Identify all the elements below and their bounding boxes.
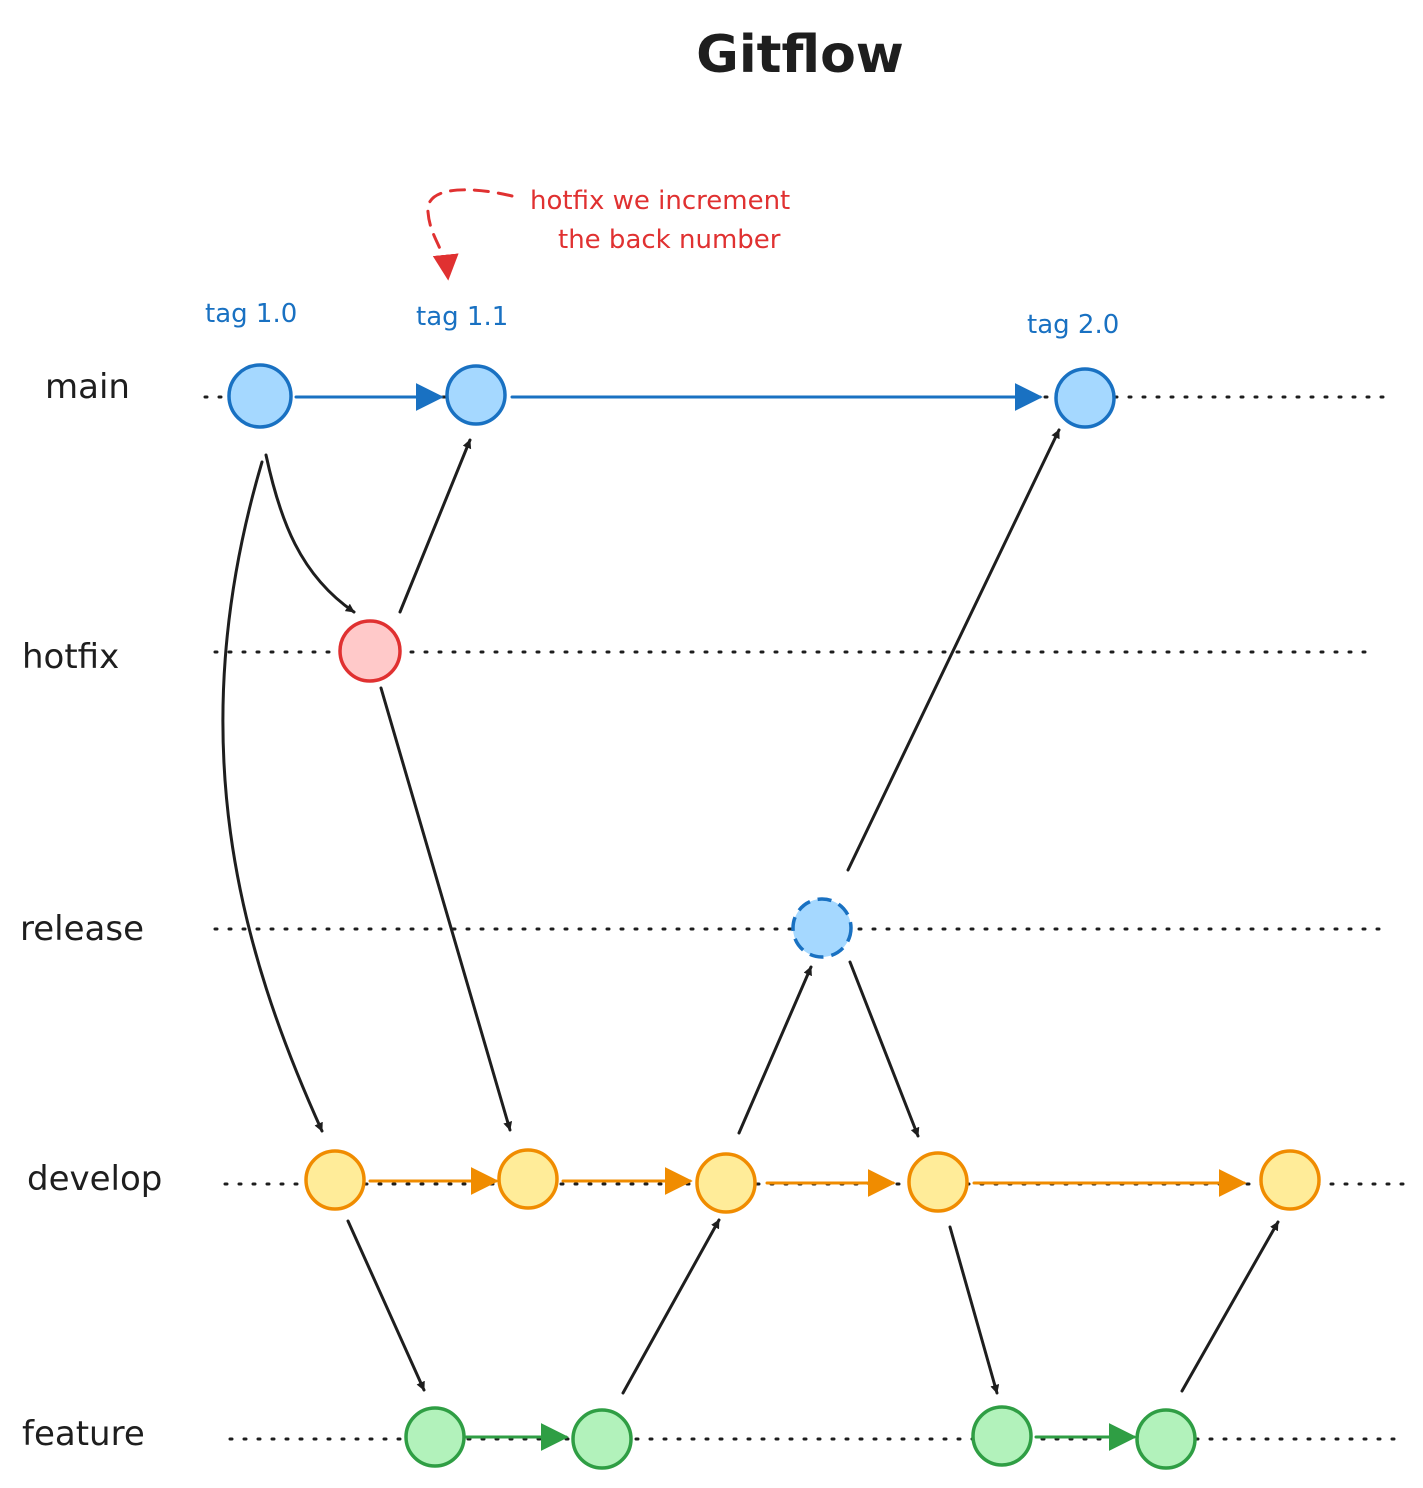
lane-label-hotfix: hotfix xyxy=(22,637,119,677)
hotfix-note-line-1: hotfix we increment xyxy=(530,186,790,216)
commit-main-1 xyxy=(227,363,293,429)
tag-label-2-0: tag 2.0 xyxy=(1027,310,1119,340)
lane-label-release: release xyxy=(20,909,144,949)
hotfix-note-arrow xyxy=(426,188,514,281)
commit-develop-4 xyxy=(907,1151,969,1213)
commit-feature-4 xyxy=(1135,1408,1197,1470)
edge-develop-to-feature-1 xyxy=(346,1219,426,1392)
diagram-title: Gitflow xyxy=(696,25,904,85)
edge-develop-to-feature-2 xyxy=(948,1225,1000,1395)
edge-release-to-develop xyxy=(848,960,920,1138)
commit-feature-3 xyxy=(971,1405,1033,1467)
edge-main-to-hotfix xyxy=(264,453,356,614)
lane-label-main: main xyxy=(45,367,130,407)
commit-release-1 xyxy=(791,897,853,959)
edge-feature-to-develop-2 xyxy=(1180,1220,1280,1393)
edge-main-to-develop xyxy=(221,460,324,1133)
hotfix-note-line-2: the back number xyxy=(558,225,781,255)
tag-label-1-0: tag 1.0 xyxy=(205,299,297,329)
commit-main-2 xyxy=(445,364,507,426)
tag-label-1-1: tag 1.1 xyxy=(416,302,508,332)
lane-label-develop: develop xyxy=(27,1159,162,1199)
edge-develop-to-release xyxy=(737,965,813,1135)
lane-label-feature: feature xyxy=(22,1414,145,1454)
commit-develop-3 xyxy=(695,1152,757,1214)
edge-hotfix-to-main xyxy=(398,438,472,614)
commit-develop-5 xyxy=(1259,1149,1321,1211)
edge-release-to-main xyxy=(846,428,1061,872)
commit-main-3 xyxy=(1054,367,1116,429)
commit-feature-1 xyxy=(404,1406,466,1468)
commit-feature-2 xyxy=(571,1408,633,1470)
commit-develop-1 xyxy=(304,1149,366,1211)
edge-hotfix-to-develop xyxy=(379,686,513,1132)
commit-hotfix-1 xyxy=(338,619,402,683)
edge-feature-to-develop-1 xyxy=(621,1218,721,1395)
commit-develop-2 xyxy=(497,1148,559,1210)
